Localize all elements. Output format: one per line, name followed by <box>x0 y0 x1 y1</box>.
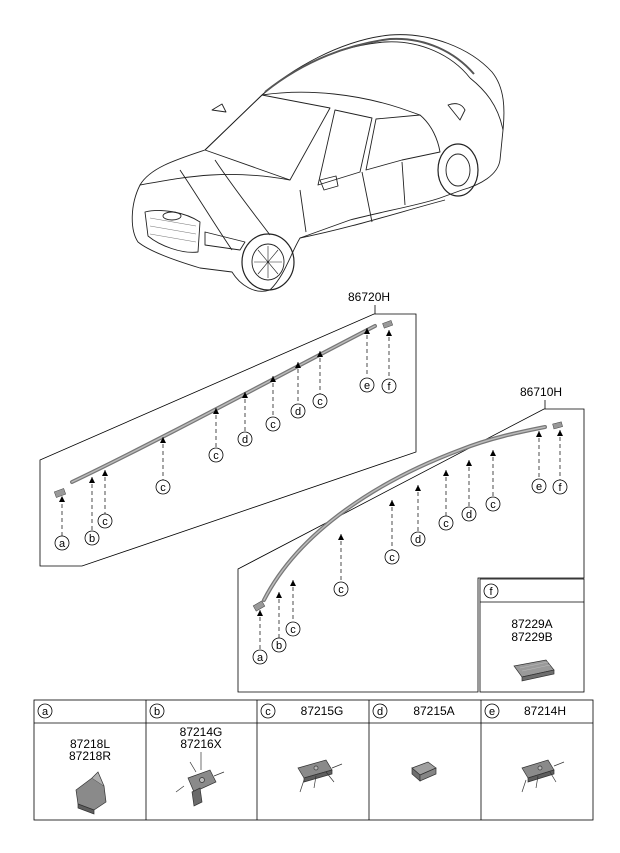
column-d-part-1: 87215A <box>413 704 454 718</box>
column-c-letter-circle <box>260 703 276 719</box>
callout-c-lower-5 <box>485 496 501 512</box>
callout-c-lower-1 <box>285 621 301 637</box>
callout-d-upper-text: d <box>295 406 301 418</box>
callout-b-upper <box>84 530 100 546</box>
column-c-letter: c <box>265 706 271 718</box>
clip-b-drawing <box>175 752 225 807</box>
callout-a-lower <box>252 649 268 665</box>
clip-c-drawing <box>297 759 343 793</box>
end-cap-rear-upper <box>382 320 394 329</box>
column-b-part-1: 87214G <box>180 725 223 739</box>
callout-c-upper-3 <box>208 447 224 463</box>
leader-lines-lower <box>259 430 561 650</box>
callout-e-lower-text: e <box>536 481 542 493</box>
callout-c-lower-text: c <box>338 584 344 596</box>
column-a-part-2: 87218R <box>69 749 111 763</box>
part-f-box: f 87229A 87229B <box>479 578 585 693</box>
callout-f-lower <box>552 479 568 495</box>
part-f-number-2: 87229B <box>511 630 552 644</box>
parts-column-a: a 87218L 87218R <box>37 703 111 815</box>
column-a-letter: a <box>42 706 49 718</box>
callout-c-upper-text: c <box>102 516 108 528</box>
clip-e-drawing <box>521 759 565 793</box>
callout-d-lower-text: d <box>466 509 472 521</box>
callout-a-upper-text: a <box>59 538 66 550</box>
callout-a-upper <box>54 535 70 551</box>
clip-d-drawing <box>411 761 437 782</box>
callout-e-upper-text: e <box>364 380 370 392</box>
assembly-lower-part-number: 86710H <box>520 385 562 399</box>
callout-c-upper-text: c <box>160 482 166 494</box>
callout-f-lower-text: f <box>558 482 562 494</box>
callout-c-upper-text: c <box>270 419 276 431</box>
leader-lines-upper <box>61 328 390 536</box>
callout-d-lower-text: d <box>415 534 421 546</box>
callout-c-lower-text: c <box>443 518 449 530</box>
callout-c-upper-text: c <box>213 450 219 462</box>
column-e-letter: e <box>489 706 495 718</box>
part-f-letter-circle <box>483 583 499 599</box>
callout-f-upper <box>381 378 397 394</box>
parts-column-b: b 87214G 87216X <box>149 703 225 807</box>
column-b-part-2: 87216X <box>180 737 221 751</box>
callout-c-upper-5 <box>312 393 328 409</box>
front-end-piece-drawing <box>75 771 107 815</box>
callout-c-lower-2 <box>333 581 349 597</box>
callout-b-lower-text: b <box>276 640 282 652</box>
callout-c-upper-2 <box>155 479 171 495</box>
assembly-upper-86720h: 86720H <box>39 290 417 567</box>
callout-c-lower-4 <box>438 515 454 531</box>
callout-c-lower-text: c <box>389 552 395 564</box>
callout-d-lower-2 <box>461 506 477 522</box>
column-c-part-1: 87215G <box>301 704 344 718</box>
callout-e-lower <box>531 478 547 494</box>
callout-c-upper-4 <box>265 416 281 432</box>
column-a-letter-circle <box>37 703 53 719</box>
column-d-letter: d <box>377 706 383 718</box>
column-d-letter-circle <box>372 703 388 719</box>
assembly-lower-86710h: 86710H <box>237 385 585 693</box>
part-f-cap-drawing <box>513 659 555 682</box>
column-a-part-1: 87218L <box>70 737 110 751</box>
part-f-number-1: 87229A <box>511 617 552 631</box>
roof-molding-strip-lower <box>262 425 547 602</box>
assembly-lower-frame <box>237 408 585 693</box>
callout-d-upper-1 <box>237 431 253 447</box>
callout-c-lower-text: c <box>490 499 496 511</box>
column-b-letter-circle <box>149 703 165 719</box>
callout-a-lower-text: a <box>257 652 264 664</box>
callout-c-upper-text: c <box>317 396 323 408</box>
parts-column-c: c 87215G <box>260 703 344 793</box>
callout-d-upper-text: d <box>242 434 248 446</box>
callout-c-lower-text: c <box>290 624 296 636</box>
end-cap-front-lower <box>252 600 266 612</box>
car-illustration <box>131 34 505 292</box>
arrowheads-lower <box>257 430 563 616</box>
parts-column-d: d 87215A <box>372 703 455 782</box>
callout-d-upper-2 <box>290 403 306 419</box>
arrowheads-upper <box>59 328 392 502</box>
callout-c-upper-1 <box>97 513 113 529</box>
column-e-part-1: 87214H <box>524 704 566 718</box>
parts-column-e: e 87214H <box>484 703 566 793</box>
callout-c-lower-3 <box>384 549 400 565</box>
callout-f-upper-text: f <box>387 381 391 393</box>
callout-d-lower-1 <box>410 531 426 547</box>
end-cap-rear-lower <box>552 421 563 430</box>
callout-b-upper-text: b <box>89 533 95 545</box>
assembly-upper-frame <box>39 313 417 567</box>
column-b-letter: b <box>154 706 160 718</box>
callout-b-lower <box>271 637 287 653</box>
assembly-upper-part-number: 86720H <box>348 290 390 304</box>
end-cap-front-upper <box>53 488 67 498</box>
part-f-letter: f <box>489 586 493 598</box>
column-e-letter-circle <box>484 703 500 719</box>
parts-table <box>33 699 594 821</box>
callout-e-upper <box>359 377 375 393</box>
